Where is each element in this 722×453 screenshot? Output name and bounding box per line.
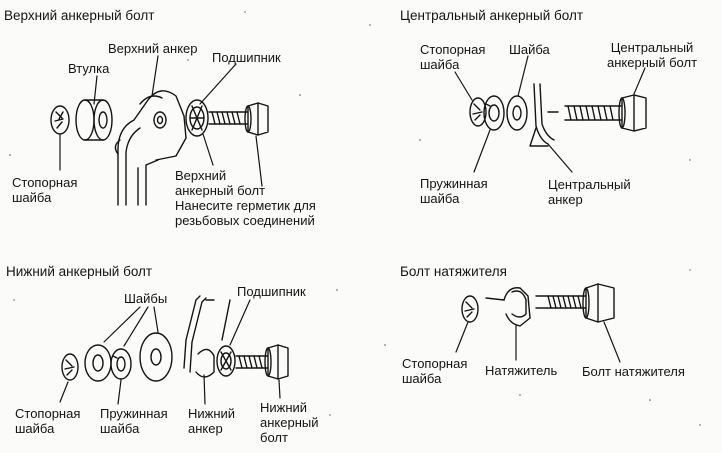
upper-lock-washer-label: Стопорная шайба bbox=[12, 175, 78, 205]
tensioner-assembly bbox=[455, 283, 621, 363]
tensioner-label: Натяжитель bbox=[485, 363, 558, 378]
lower-lock-washer-label: Стопорная шайба bbox=[15, 406, 81, 436]
upper-anchor-bracket-part bbox=[114, 90, 187, 206]
upper-panel-title: Верхний анкерный болт bbox=[4, 8, 155, 23]
upper-lock-washer-part bbox=[50, 105, 70, 135]
lower-washers-label: Шайбы bbox=[124, 291, 168, 306]
central-spring-washer-part bbox=[483, 95, 505, 131]
central-panel-title: Центральный анкерный болт bbox=[400, 8, 584, 23]
upper-bearing-label: Подшипник bbox=[212, 50, 281, 65]
central-anchor-label: Центральный анкер bbox=[548, 177, 631, 207]
central-lock-washer-label: Стопорная шайба bbox=[420, 42, 486, 72]
central-bolt-part bbox=[564, 94, 647, 132]
upper-anchor-assembly bbox=[50, 55, 269, 206]
central-anchor-assembly bbox=[454, 55, 647, 173]
tensioner-lock-washer-part bbox=[461, 295, 479, 323]
lower-anchor-label: Нижний анкер bbox=[188, 406, 236, 436]
upper-bolt-note-label: Верхний анкерный болт Нанесите герметик … bbox=[175, 168, 316, 228]
central-washer-label: Шайба bbox=[509, 42, 550, 57]
central-washer-part bbox=[506, 95, 528, 131]
lower-spring-washer-part bbox=[110, 348, 132, 380]
tensioner-panel-title: Болт натяжителя bbox=[400, 264, 507, 279]
lower-spring-washer-label: Пружинная шайба bbox=[100, 406, 168, 436]
tensioner-bolt-label: Болт натяжителя bbox=[582, 364, 685, 379]
upper-bolt-part bbox=[208, 102, 269, 136]
bushing-part bbox=[75, 99, 113, 141]
lower-leader-lines bbox=[59, 299, 281, 405]
upper-anchor-label: Верхний анкер bbox=[108, 41, 198, 56]
lower-lock-washer-part bbox=[61, 353, 79, 381]
central-anchor-bracket-part bbox=[529, 83, 559, 147]
lower-anchor-assembly bbox=[59, 295, 289, 405]
lower-washer-1-part bbox=[84, 344, 112, 382]
tensioner-part bbox=[485, 287, 531, 327]
tensioner-leader-lines bbox=[455, 321, 621, 363]
bushing-label: Втулка bbox=[68, 61, 110, 76]
scan-speckles bbox=[9, 11, 701, 426]
lower-bearing-part bbox=[216, 345, 236, 377]
central-bolt-label: Центральный анкерный болт bbox=[607, 40, 698, 70]
lower-bolt-label: Нижний анкерный болт bbox=[260, 400, 319, 445]
tensioner-bolt-part bbox=[535, 283, 615, 323]
tensioner-lock-washer-label: Стопорная шайба bbox=[402, 356, 468, 386]
lower-bearing-label: Подшипник bbox=[237, 284, 306, 299]
upper-leader-lines bbox=[59, 55, 263, 187]
lower-anchor-bracket-part bbox=[183, 295, 231, 378]
central-spring-washer-label: Пружинная шайба bbox=[420, 176, 488, 206]
central-lock-washer-part bbox=[469, 97, 487, 127]
lower-washer-2-part bbox=[139, 332, 173, 382]
lower-bolt-part bbox=[235, 344, 289, 380]
upper-bearing-part bbox=[185, 99, 209, 137]
lower-panel-title: Нижний анкерный болт bbox=[6, 264, 153, 279]
central-leader-lines bbox=[454, 55, 646, 173]
